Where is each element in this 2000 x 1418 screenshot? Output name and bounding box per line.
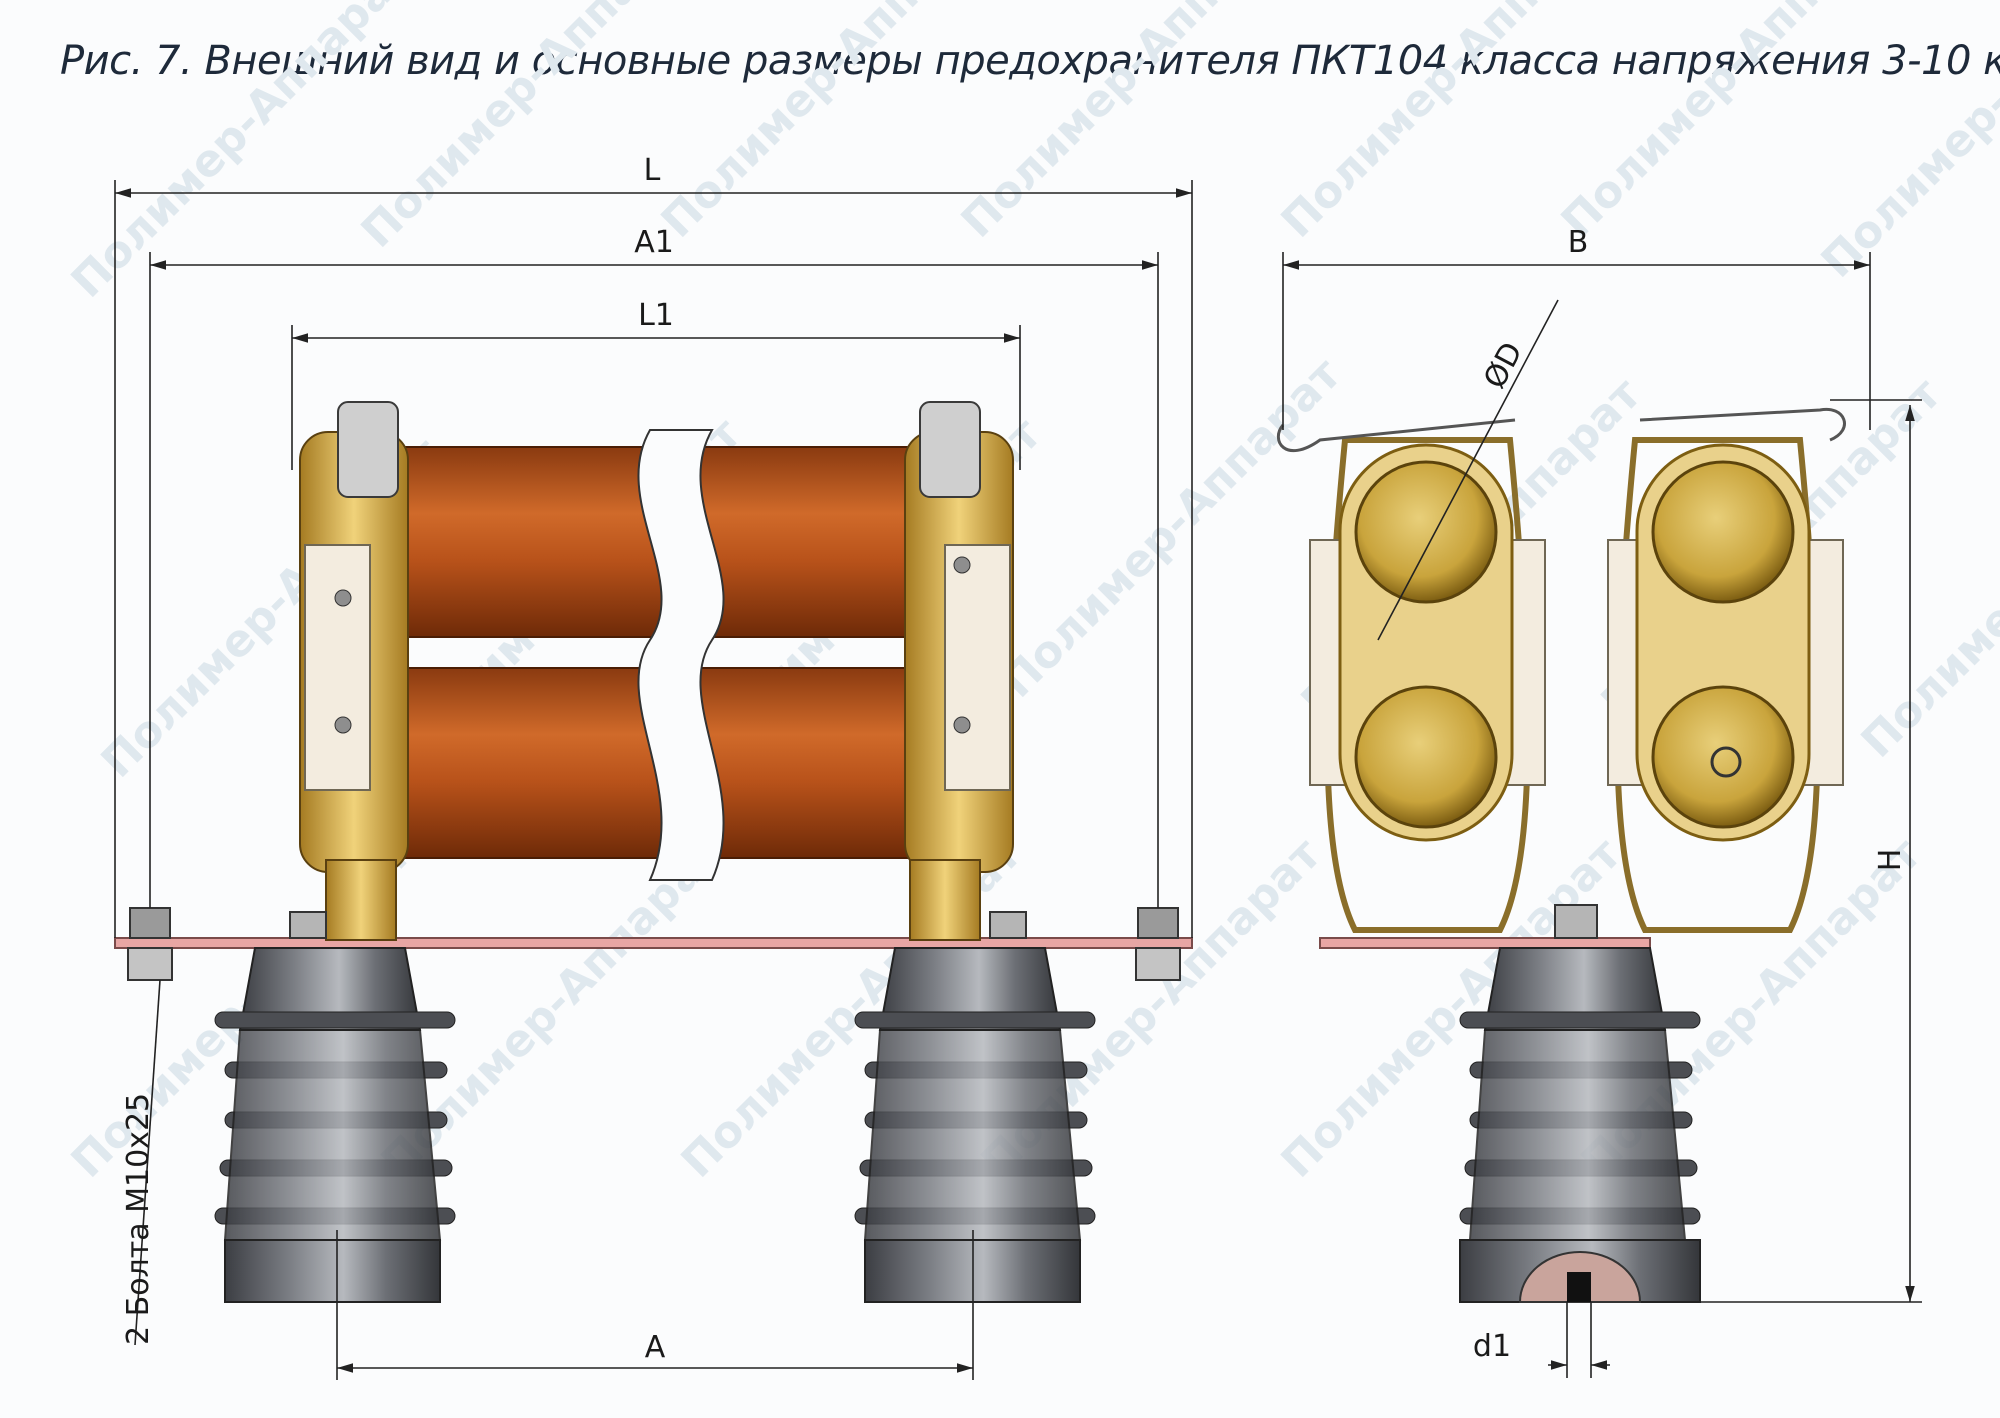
rivet xyxy=(953,556,971,574)
dimension-H: H xyxy=(1873,849,1908,872)
fuse-cap-lower-right xyxy=(1651,685,1795,829)
support-leg-left xyxy=(325,859,397,941)
clamp-top-right xyxy=(919,401,981,498)
watermark-text: Полимер-Аппарат xyxy=(1812,0,2000,288)
front-view: L A1 L1 A 2 Болта М10х25 xyxy=(114,153,1193,1380)
mount-hole xyxy=(1567,1272,1591,1302)
rivet xyxy=(334,716,352,734)
base-plate-left xyxy=(114,937,1193,949)
cap-indicator xyxy=(1710,746,1742,778)
nut xyxy=(989,911,1027,939)
support-leg-right xyxy=(909,859,981,941)
dimension-B: B xyxy=(1568,225,1589,260)
watermark-text: Полимер-Аппарат xyxy=(952,0,1311,248)
bolt-note: 2 Болта М10х25 xyxy=(121,1093,156,1345)
dimension-A: A xyxy=(645,1330,666,1365)
bolt-right xyxy=(1135,907,1181,981)
fuse-cap-upper-left xyxy=(1354,460,1498,604)
watermark-text: Полимер-Аппарат xyxy=(992,348,1351,707)
nut xyxy=(1554,904,1598,939)
tube-break xyxy=(637,429,725,881)
insulator-left xyxy=(214,947,456,1303)
rivet xyxy=(953,716,971,734)
side-view: B H ØD d1 xyxy=(1276,225,1922,1378)
dimension-A1: A1 xyxy=(634,225,674,260)
fuse-cap-lower-left xyxy=(1354,685,1498,829)
figure-caption: Рис. 7. Внешний вид и основные размеры п… xyxy=(60,38,2000,84)
contact-plate-right xyxy=(944,544,1011,791)
dimension-L1: L1 xyxy=(638,298,674,333)
base-plate-right xyxy=(1319,937,1651,949)
insulator-side xyxy=(1459,947,1701,1303)
contact-plate-left xyxy=(304,544,371,791)
dimension-L: L xyxy=(644,153,661,188)
clamp-top-left xyxy=(337,401,399,498)
insulator-right xyxy=(854,947,1096,1303)
dimension-D: ØD xyxy=(1477,337,1530,395)
rivet xyxy=(334,589,352,607)
dimension-d1: d1 xyxy=(1473,1329,1511,1364)
fuse-cap-upper-right xyxy=(1651,460,1795,604)
watermark-text: Полимер-Аппарат xyxy=(352,0,711,258)
nut xyxy=(289,911,327,939)
